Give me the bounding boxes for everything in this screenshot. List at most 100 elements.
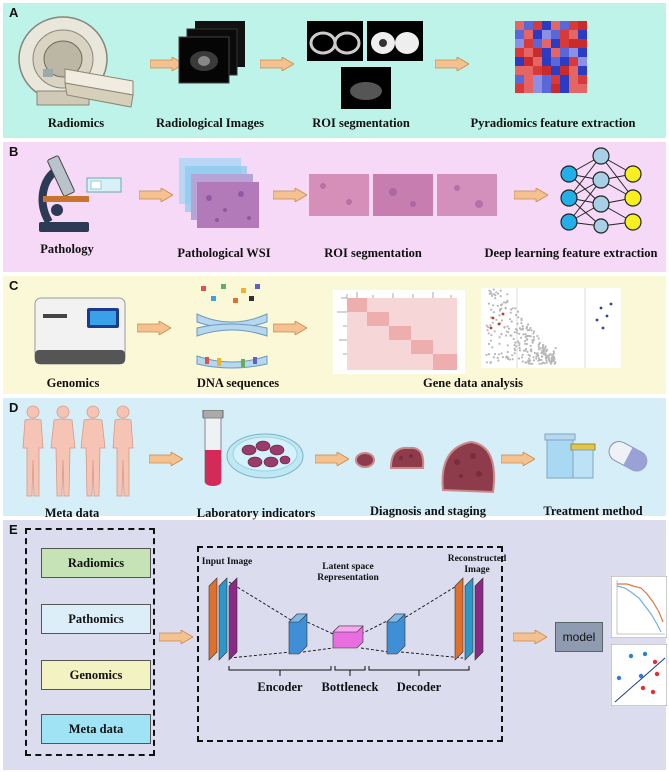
volcano-point xyxy=(544,352,547,355)
encoder-label: Encoder xyxy=(257,680,303,694)
human-silhouettes-icon xyxy=(22,405,134,497)
reconstructed-line2: Image xyxy=(464,565,490,575)
model-label: model xyxy=(562,630,596,644)
volcano-point xyxy=(506,344,509,347)
roi-tiles xyxy=(309,174,497,216)
volcano-point xyxy=(513,331,516,334)
volcano-highlight-point xyxy=(609,302,613,306)
volcano-point xyxy=(540,352,543,355)
volcano-point xyxy=(486,329,489,332)
volcano-point xyxy=(494,294,497,297)
volcano-point xyxy=(509,334,512,337)
volcano-point xyxy=(487,302,490,305)
heatmap-cell xyxy=(560,30,569,39)
feature-heatmap xyxy=(515,21,587,93)
input-radiomics-box: Radiomics xyxy=(41,548,151,578)
volcano-point xyxy=(530,329,533,332)
heatmap-cell xyxy=(515,57,524,66)
volcano-highlight-point xyxy=(489,326,493,330)
heatmap-cell xyxy=(515,39,524,48)
heatmap-cell xyxy=(578,48,587,57)
volcano-point xyxy=(501,356,504,359)
heatmap-cell xyxy=(524,39,533,48)
arrow-icon xyxy=(159,630,193,644)
volcano-point xyxy=(506,350,509,354)
heatmap-cell xyxy=(578,30,587,39)
volcano-point xyxy=(487,342,490,345)
label-roi-segmentation: ROI segmentation xyxy=(324,246,422,260)
volcano-point xyxy=(489,339,492,342)
heatmap-cell xyxy=(524,57,533,66)
volcano-point xyxy=(527,323,530,326)
volcano-point xyxy=(496,356,499,359)
heatmap-cell xyxy=(569,84,578,93)
heatmap-cell xyxy=(569,57,578,66)
volcano-point xyxy=(516,340,520,343)
volcano-point xyxy=(548,359,551,362)
label-diagnosis-staging: Diagnosis and staging xyxy=(369,504,487,518)
volcano-point xyxy=(532,332,535,335)
volcano-point xyxy=(521,360,524,363)
volcano-point xyxy=(498,336,501,339)
label-genomics: Genomics xyxy=(46,376,100,390)
volcano-point xyxy=(529,359,532,362)
heatmap-cell xyxy=(542,39,551,48)
volcano-point xyxy=(533,330,536,333)
volcano-point xyxy=(518,346,521,350)
volcano-point xyxy=(524,335,527,339)
volcano-point xyxy=(492,356,495,359)
volcano-point xyxy=(531,362,534,365)
label-roi-segmentation: ROI segmentation xyxy=(312,116,410,130)
heatmap-cell xyxy=(533,57,542,66)
volcano-point xyxy=(524,361,527,364)
heatmap-cell xyxy=(515,48,524,57)
volcano-point xyxy=(516,322,519,325)
volcano-point xyxy=(539,347,542,350)
label-laboratory-indicators: Laboratory indicators xyxy=(196,506,316,520)
volcano-point xyxy=(535,355,538,358)
volcano-point xyxy=(506,325,509,328)
arrow-icon xyxy=(435,57,469,71)
panel-genomics: C Genomics DNA sequences Gene xyxy=(3,276,666,394)
label-dna-sequences: DNA sequences xyxy=(196,376,280,390)
volcano-point xyxy=(541,347,545,350)
heatmap-cell xyxy=(578,66,587,75)
volcano-point xyxy=(551,360,555,363)
volcano-point xyxy=(511,354,514,357)
heatmap-cell xyxy=(542,48,551,57)
heatmap-cell xyxy=(515,21,524,30)
reconstructed-image-label: Reconstructed Image xyxy=(448,554,507,576)
roi-segmentation-scans xyxy=(307,21,423,109)
volcano-point xyxy=(498,314,501,317)
heatmap-cell xyxy=(551,57,560,66)
panel-letter-d: D xyxy=(9,400,19,415)
volcano-point xyxy=(528,357,531,360)
heatmap-cell xyxy=(560,21,569,30)
heatmap-cell xyxy=(533,21,542,30)
heatmap-cell xyxy=(542,75,551,84)
heatmap-cell xyxy=(578,57,587,66)
volcano-point xyxy=(521,325,524,328)
volcano-point xyxy=(505,356,508,359)
heatmap-cell xyxy=(560,48,569,57)
label-pyradiomics: Pyradiomics feature extraction xyxy=(470,116,636,130)
heatmap-cell xyxy=(560,57,569,66)
volcano-point xyxy=(537,348,541,351)
volcano-point xyxy=(485,361,489,364)
heatmap-cell xyxy=(560,39,569,48)
panel-letter-c: C xyxy=(9,278,19,293)
volcano-point xyxy=(520,322,523,325)
volcano-point xyxy=(529,344,532,347)
volcano-point xyxy=(505,301,508,304)
volcano-point xyxy=(520,319,523,322)
heatmap-cell xyxy=(560,75,569,84)
decoder-label: Decoder xyxy=(396,680,442,694)
volcano-point xyxy=(505,334,508,337)
volcano-point xyxy=(540,355,543,358)
volcano-point xyxy=(547,354,550,357)
volcano-point xyxy=(536,352,539,355)
volcano-point xyxy=(537,337,540,340)
volcano-point xyxy=(541,349,544,352)
volcano-point xyxy=(553,357,556,361)
volcano-point xyxy=(535,357,538,360)
